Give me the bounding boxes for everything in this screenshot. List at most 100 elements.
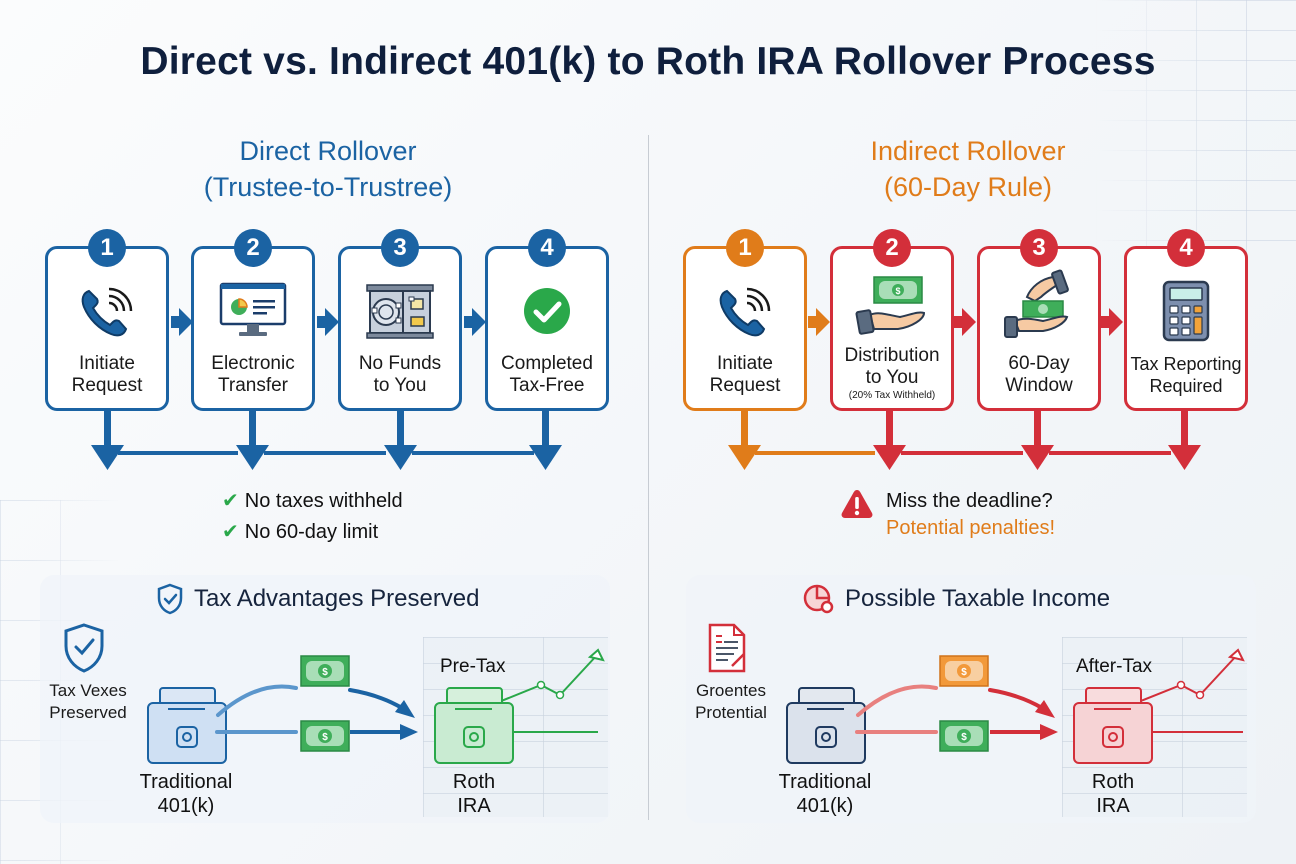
- down-arrow-stem: [1181, 410, 1188, 446]
- from-line2: 401(k): [157, 795, 215, 817]
- down-arrow-head: [91, 445, 124, 470]
- step-label-line2: Request: [709, 375, 781, 396]
- step-label-line1: Initiate: [79, 353, 135, 374]
- connector-line: [901, 451, 1023, 455]
- step-number-badge: 2: [234, 229, 272, 267]
- down-arrow-head: [1168, 445, 1201, 470]
- direct-subheading-text: (Trustee-to-Trustree): [203, 172, 453, 202]
- transfer-arc: [216, 684, 298, 717]
- roth-ira-label: Roth IRA: [434, 770, 514, 818]
- side-label-line1: Tax Vexes: [49, 681, 127, 700]
- dollar-bill-icon: $: [939, 720, 989, 752]
- benefit-text: No taxes withheld: [244, 490, 403, 512]
- traditional-401k-folder-icon: [786, 687, 866, 764]
- step-label-line2: to You: [865, 367, 919, 388]
- direct-transfer-illustration: $ $: [147, 648, 605, 764]
- step-number-badge: 4: [1167, 229, 1205, 267]
- bottom-title-text: Tax Advantages Preserved: [194, 585, 480, 612]
- step-number-badge: 3: [381, 229, 419, 267]
- down-arrow-stem: [249, 410, 256, 446]
- hand-receiving-money-icon: $: [833, 269, 951, 341]
- direct-bottom-title: Tax Advantages Preserved: [156, 583, 480, 615]
- arrow-head: [1040, 724, 1058, 740]
- benefit-text: No 60-day limit: [244, 521, 379, 543]
- step-label-line1: 60-Day: [1008, 353, 1070, 374]
- shield-check-icon: [157, 583, 183, 615]
- direct-benefits-list: ✔ No taxes withheld ✔ No 60-day limit: [222, 486, 403, 548]
- direct-step-3: 3 No Funds to You: [338, 229, 462, 411]
- direct-step-2: 2 Electronic Transfer: [191, 229, 315, 411]
- indirect-step-2: 2 $ Distribution to You (20% Tax Withhel…: [830, 229, 954, 411]
- down-arrow-head: [529, 445, 562, 470]
- step-note: (20% Tax Withheld): [848, 390, 936, 401]
- svg-text:$: $: [961, 667, 967, 678]
- from-line1: Traditional: [778, 771, 872, 793]
- down-arrow-stem: [397, 410, 404, 446]
- indirect-subheading-text: (60-Day Rule): [883, 172, 1053, 202]
- transfer-arc: [856, 684, 938, 717]
- to-line2: IRA: [457, 795, 491, 817]
- computer-chart-icon: [194, 275, 312, 347]
- arrow-head: [400, 724, 418, 740]
- traditional-401k-label: Traditional 401(k): [765, 770, 885, 818]
- step-label-line1: Initiate: [717, 353, 773, 374]
- down-arrow-stem: [104, 410, 111, 446]
- direct-side-label: Tax Vexes Preserved: [36, 680, 140, 724]
- pie-chart-icon: [803, 584, 834, 614]
- indirect-step-1: 1 Initiate Request: [683, 229, 807, 411]
- deadline-warning: Miss the deadline? Potential penalties!: [840, 488, 1055, 542]
- down-arrow-head: [384, 445, 417, 470]
- step-number-badge: 1: [726, 229, 764, 267]
- warning-triangle-icon: [841, 490, 873, 518]
- step-number-badge: 4: [528, 229, 566, 267]
- roth-ira-folder-icon: [1073, 687, 1153, 764]
- down-arrow-head: [873, 445, 906, 470]
- svg-text:$: $: [322, 732, 328, 743]
- step-label-line2: Transfer: [217, 375, 289, 396]
- indirect-transfer-illustration: $ $: [786, 648, 1245, 764]
- vault-icon: [341, 275, 459, 347]
- hands-exchanging-money-icon: [980, 267, 1098, 339]
- traditional-401k-folder-icon: [147, 687, 227, 764]
- to-line1: Roth: [1091, 771, 1135, 793]
- direct-step-4: 4 Completed Tax-Free: [485, 229, 609, 411]
- from-line2: 401(k): [796, 795, 854, 817]
- check-circle-icon: [488, 275, 606, 347]
- step-label-line2: to You: [373, 375, 427, 396]
- from-line1: Traditional: [139, 771, 233, 793]
- arrow-head: [395, 700, 415, 718]
- step-label-line1: Tax Reporting: [1130, 354, 1242, 374]
- down-arrow-head: [728, 445, 761, 470]
- dollar-bill-icon: $: [939, 655, 989, 687]
- right-arrow-3-4: [464, 308, 486, 336]
- indirect-rollover-panel: Indirect Rollover (60-Day Rule) 1: [648, 0, 1296, 864]
- warning-line2: Potential penalties!: [886, 517, 1056, 539]
- indirect-flow-arrows: [728, 308, 1201, 470]
- indirect-step-4: 4 Tax Reporting Required: [1124, 229, 1248, 411]
- pre-tax-label: Pre-Tax: [440, 656, 506, 677]
- indirect-bottom-title: Possible Taxable Income: [803, 583, 1110, 615]
- indirect-rollover-heading: Indirect Rollover (60-Day Rule): [640, 133, 1296, 205]
- side-label-line1: Groentes: [696, 681, 766, 700]
- side-label-line2: Protential: [695, 703, 767, 722]
- right-arrow-1-2: [808, 308, 830, 336]
- dollar-bill-icon: $: [300, 655, 350, 687]
- step-number-badge: 1: [88, 229, 126, 267]
- svg-text:$: $: [895, 286, 900, 296]
- step-label-line1: Completed: [501, 353, 593, 374]
- shield-check-icon: [64, 623, 104, 673]
- benefit-item: ✔ No taxes withheld: [222, 486, 403, 517]
- connector-line: [412, 451, 534, 455]
- after-tax-label: After-Tax: [1076, 656, 1153, 677]
- bottom-title-text: Possible Taxable Income: [845, 585, 1111, 612]
- direct-flow-arrows: [91, 308, 562, 470]
- phone-icon: [48, 275, 166, 347]
- step-label-line2: Tax-Free: [509, 375, 585, 396]
- warning-line1: Miss the deadline?: [886, 490, 1053, 512]
- section-divider: [648, 135, 649, 820]
- step-number-badge: 3: [1020, 229, 1058, 267]
- connector-line: [118, 451, 238, 455]
- down-arrow-head: [1021, 445, 1054, 470]
- svg-text:$: $: [961, 732, 967, 743]
- direct-heading-text: Direct Rollover: [239, 136, 417, 166]
